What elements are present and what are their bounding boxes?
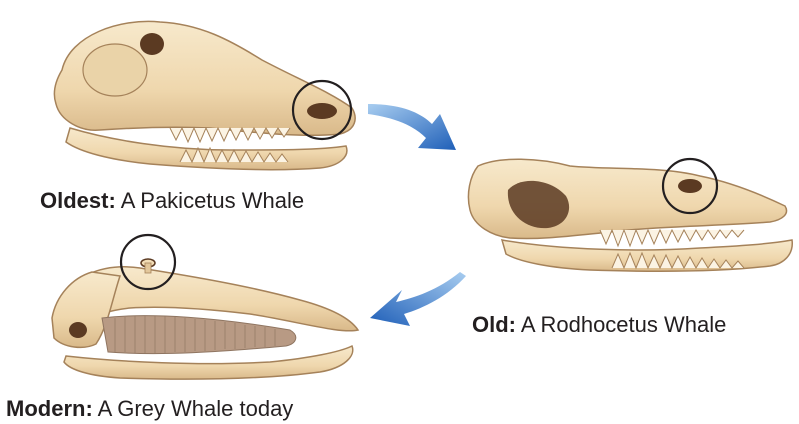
curved-arrow-down-right-icon bbox=[368, 104, 456, 150]
caption-oldest: Oldest: A Pakicetus Whale bbox=[40, 190, 304, 212]
rodhocetus-skull bbox=[468, 159, 792, 271]
caption-old-label: Old: bbox=[472, 312, 516, 337]
caption-old: Old: A Rodhocetus Whale bbox=[472, 314, 726, 336]
caption-old-text: A Rodhocetus Whale bbox=[516, 312, 726, 337]
caption-modern: Modern: A Grey Whale today bbox=[6, 398, 293, 420]
curved-arrow-down-left-icon bbox=[370, 272, 466, 326]
caption-oldest-label: Oldest: bbox=[40, 188, 116, 213]
pakicetus-skull bbox=[54, 21, 355, 169]
caption-modern-text: A Grey Whale today bbox=[93, 396, 294, 421]
grey-whale-skull bbox=[52, 235, 358, 379]
caption-oldest-text: A Pakicetus Whale bbox=[116, 188, 304, 213]
caption-modern-label: Modern: bbox=[6, 396, 93, 421]
